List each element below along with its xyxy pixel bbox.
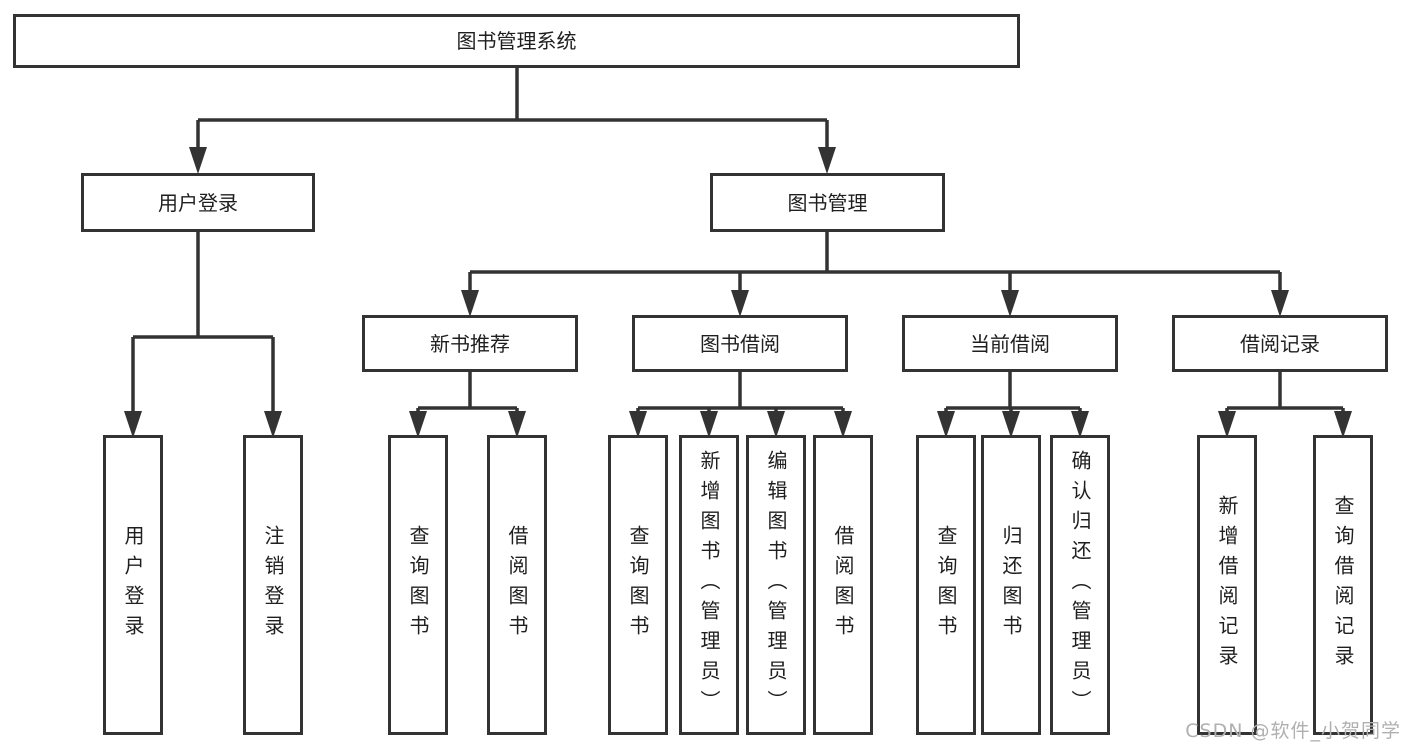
leaf-label: 注销登录 xyxy=(261,525,285,645)
leaf-borrow-books: 借阅图书 xyxy=(813,435,873,735)
leaf-query-books-borrow: 查询图书 xyxy=(608,435,668,735)
node-current-borrowing: 当前借阅 xyxy=(902,315,1118,372)
leaf-add-borrow-record: 新增借阅记录 xyxy=(1197,435,1257,735)
leaf-return-books: 归还图书 xyxy=(981,435,1041,735)
node-label: 借阅记录 xyxy=(1240,331,1320,356)
node-label: 图书管理 xyxy=(787,190,868,215)
leaf-borrow-books-recommend: 借阅图书 xyxy=(487,435,547,735)
leaf-label: 查询图书 xyxy=(406,525,430,645)
leaf-logout: 注销登录 xyxy=(243,435,303,735)
leaf-confirm-return-admin: 确认归还（管理员） xyxy=(1050,435,1110,735)
node-user-login: 用户登录 xyxy=(81,173,315,232)
node-borrowing-records: 借阅记录 xyxy=(1172,315,1388,372)
node-label: 图书管理系统 xyxy=(456,29,577,53)
node-new-book-recommendation: 新书推荐 xyxy=(362,315,578,372)
watermark: CSDN @软件_小贺同学 xyxy=(1185,720,1401,742)
leaf-label: 编辑图书（管理员） xyxy=(764,450,788,720)
node-label: 当前借阅 xyxy=(970,331,1050,356)
leaf-label: 借阅图书 xyxy=(505,525,529,645)
node-library-management-system: 图书管理系统 xyxy=(13,14,1020,68)
leaf-label: 查询借阅记录 xyxy=(1331,495,1355,675)
node-book-management: 图书管理 xyxy=(710,173,945,232)
leaf-label: 借阅图书 xyxy=(831,525,855,645)
leaf-label: 查询图书 xyxy=(934,525,958,645)
leaf-label: 查询图书 xyxy=(626,525,650,645)
node-label: 用户登录 xyxy=(158,190,238,215)
leaf-label: 用户登录 xyxy=(121,525,145,645)
leaf-query-books-current: 查询图书 xyxy=(916,435,976,735)
node-book-borrowing: 图书借阅 xyxy=(632,315,848,372)
leaf-add-book-admin: 新增图书（管理员） xyxy=(679,435,739,735)
leaf-label: 归还图书 xyxy=(999,525,1023,645)
leaf-edit-book-admin: 编辑图书（管理员） xyxy=(746,435,806,735)
leaf-label: 确认归还（管理员） xyxy=(1068,450,1092,720)
node-label: 图书借阅 xyxy=(700,331,780,356)
leaf-query-books-recommend: 查询图书 xyxy=(388,435,448,735)
leaf-user-login: 用户登录 xyxy=(103,435,163,735)
leaf-label: 新增借阅记录 xyxy=(1215,495,1239,675)
leaf-label: 新增图书（管理员） xyxy=(697,450,721,720)
leaf-query-borrow-record: 查询借阅记录 xyxy=(1313,435,1373,735)
node-label: 新书推荐 xyxy=(430,331,510,356)
